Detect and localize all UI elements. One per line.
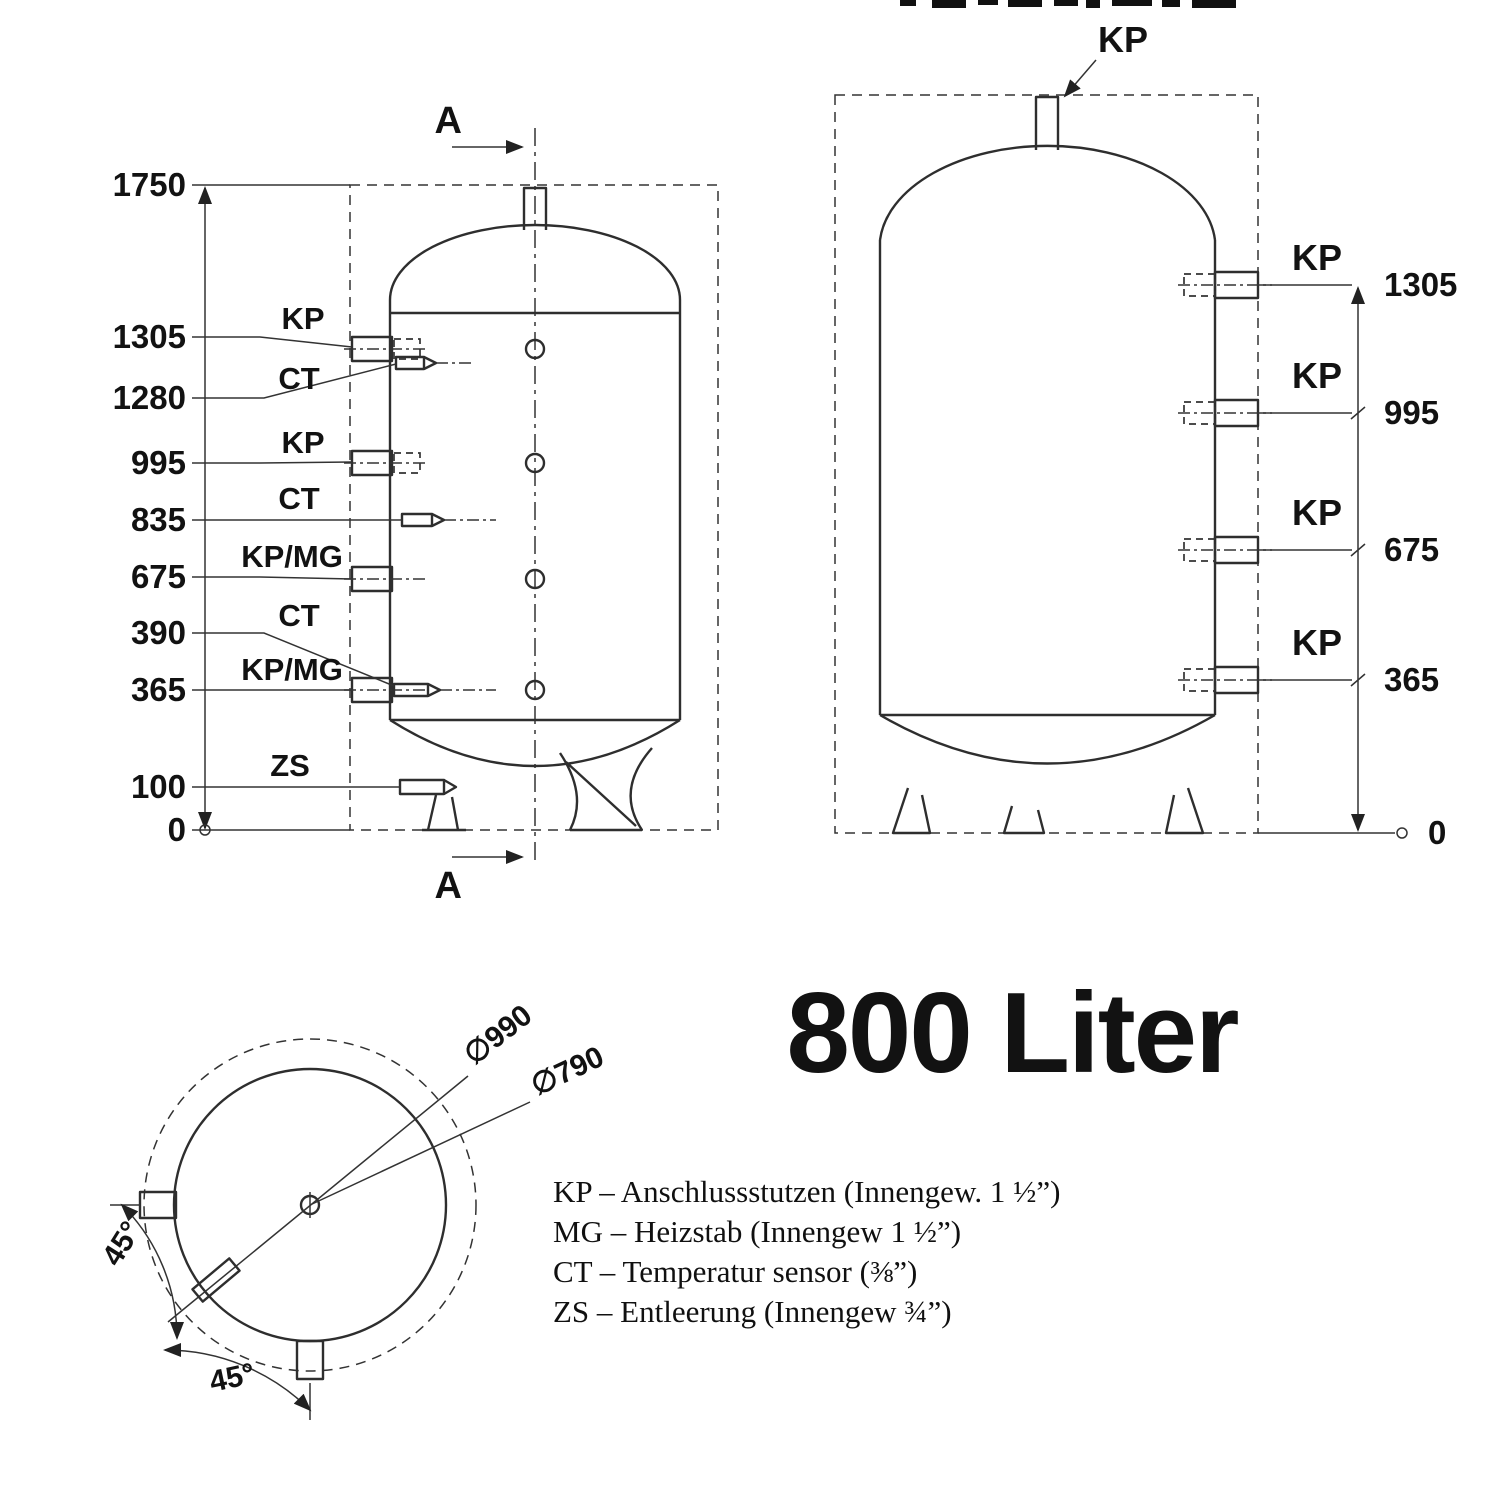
dim-r-365: 365 [1384, 661, 1439, 698]
legend-line-kp: KP – Anschlussstutzen (Innengew. 1 ½”) [553, 1174, 1060, 1209]
port-label-zs: ZS [270, 748, 310, 783]
leg-right [1164, 787, 1205, 835]
dim-r-0: 0 [1428, 814, 1446, 851]
legend-line-ct: CT – Temperatur sensor (⅜”) [553, 1254, 917, 1289]
tank-outline-right [878, 95, 1217, 835]
ct-pin-390 [392, 682, 430, 698]
dim-835: 835 [131, 501, 186, 538]
zs-drain [398, 778, 458, 796]
port-label-kp-1305: KP [281, 301, 324, 336]
top-nozzle [522, 186, 548, 230]
angle-dimension-arcs [110, 1203, 312, 1420]
right-view: KP [834, 19, 1272, 835]
ct-pin-835 [400, 512, 434, 528]
insulation-boundary-right [834, 94, 1259, 834]
angle-label-bottom: 45° [207, 1357, 258, 1399]
top-kp-callout: KP [1063, 19, 1148, 98]
legend-line-mg: MG – Heizstab (Innengew 1 ½”) [553, 1214, 961, 1249]
port-r-kp-675: KP [1292, 492, 1342, 533]
dim-r-1305: 1305 [1384, 266, 1457, 303]
port-r-kp-995: KP [1292, 355, 1342, 396]
top-nozzle-right [1034, 95, 1060, 150]
top-view-sensor-pin [191, 1257, 241, 1303]
legend-line-zs: ZS – Entleerung (Innengew ¾”) [553, 1294, 952, 1329]
left-port-labels: KP CT KP CT KP/MG CT KP/MG ZS [241, 301, 343, 783]
leg-middle [1002, 805, 1046, 835]
top-view-left-nozzle [138, 1190, 178, 1220]
port-label-kpmg-675: KP/MG [241, 539, 343, 574]
left-section-view: A A [344, 100, 719, 907]
side-nozzles-left-view [344, 335, 428, 704]
section-marker-top: A [435, 100, 462, 142]
dim-995: 995 [131, 444, 186, 481]
dim-r-995: 995 [1384, 394, 1439, 431]
cropped-text-artifact [900, 0, 1236, 8]
top-view-bottom-nozzle [295, 1339, 325, 1381]
dim-675: 675 [131, 558, 186, 595]
diameter-line-790 [309, 1101, 531, 1206]
port-label-kpmg-365: KP/MG [241, 652, 343, 687]
left-leg [422, 794, 466, 832]
port-label-kp-995: KP [281, 425, 324, 460]
insulation-boundary [349, 184, 719, 831]
left-dim-values: 1750 1305 1280 995 835 675 390 365 100 0 [113, 166, 186, 848]
section-cut-markers: A A [435, 100, 524, 907]
dim-0-left: 0 [168, 811, 186, 848]
port-r-kp-365: KP [1292, 622, 1342, 663]
dim-1305: 1305 [113, 318, 186, 355]
left-dimensions: 1750 1305 1280 995 835 675 390 365 100 0… [113, 166, 402, 848]
right-dim-ticks [1350, 406, 1366, 687]
ct-pin-1280 [394, 355, 426, 371]
dim-r-675: 675 [1384, 531, 1439, 568]
ct-sensor-pins [392, 355, 496, 698]
right-dim-leaders [1258, 284, 1408, 839]
left-dim-leaders [192, 184, 402, 836]
dim-365: 365 [131, 671, 186, 708]
legend: KP – Anschlussstutzen (Innengew. 1 ½”) M… [553, 1174, 1060, 1329]
top-view: ∅990 ∅790 45° 45° [96, 999, 609, 1420]
right-port-labels: KP KP KP KP [1292, 237, 1342, 663]
dim-100: 100 [131, 768, 186, 805]
diameter-line-990 [167, 1075, 469, 1323]
tank-outline-left [388, 186, 682, 832]
port-r-kp-1305: KP [1292, 237, 1342, 278]
leg-left [891, 787, 932, 835]
angle-label-left: 45° [96, 1216, 148, 1272]
right-foot [559, 747, 653, 832]
dim-1750: 1750 [113, 166, 186, 203]
dim-390: 390 [131, 614, 186, 651]
section-marker-bottom: A [435, 865, 462, 907]
right-dimensions: KP KP KP KP 1305 995 675 365 0 [1258, 237, 1457, 851]
label-outer-diameter: ∅990 [458, 999, 538, 1072]
port-label-ct-835: CT [278, 481, 319, 516]
top-kp-label: KP [1098, 19, 1148, 60]
volume-title: 800 Liter [787, 970, 1239, 1097]
label-inner-diameter: ∅790 [526, 1040, 609, 1102]
port-label-ct-1280: CT [278, 361, 319, 396]
right-dim-values: 1305 995 675 365 0 [1384, 266, 1457, 851]
dim-1280: 1280 [113, 379, 186, 416]
port-label-ct-390: CT [278, 598, 319, 633]
internal-port-circles [524, 338, 546, 701]
